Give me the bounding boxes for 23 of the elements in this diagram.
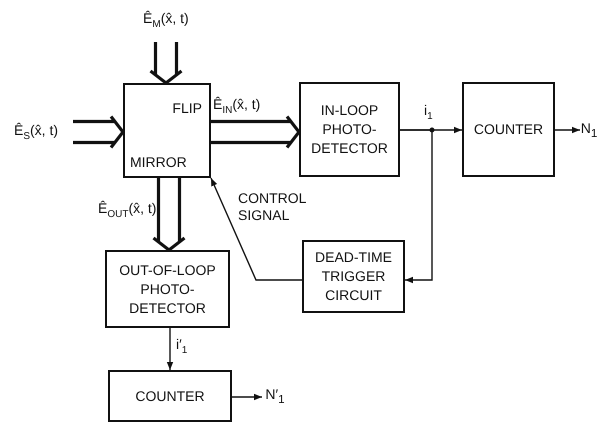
signal-arrow (400, 129, 433, 284)
counter-box (108, 370, 232, 422)
box-label: COUNTER (472, 120, 544, 139)
signal-arrow (232, 394, 262, 400)
trigger-circuit-box (302, 240, 405, 313)
box-label: OUT-OF-LOOP PHOTO- DETECTOR (118, 260, 217, 318)
photodetector-box (105, 250, 230, 328)
light-beam-arrow (148, 40, 184, 86)
box-label: COUNTER (134, 386, 206, 406)
light-beam-arrow (209, 114, 302, 150)
box-label: IN-LOOP PHOTO- DETECTOR (310, 101, 389, 158)
light-beam-arrow (71, 114, 126, 150)
counter-box (462, 82, 555, 177)
signal-arrow (210, 178, 302, 281)
signal-arrow (166, 328, 174, 370)
output-symbol: N$_{1}$ (580, 119, 598, 142)
signal-arrow (555, 126, 580, 134)
photodetector-box (299, 82, 400, 177)
flip-mirror-box (123, 83, 211, 178)
box-label: DEAD-TIME TRIGGER CIRCUIT (314, 248, 393, 305)
light-beam-arrow (152, 176, 186, 252)
edge-label: CONTROL SIGNAL (238, 190, 307, 224)
output-symbol: N′$_{1}$ (264, 385, 286, 408)
